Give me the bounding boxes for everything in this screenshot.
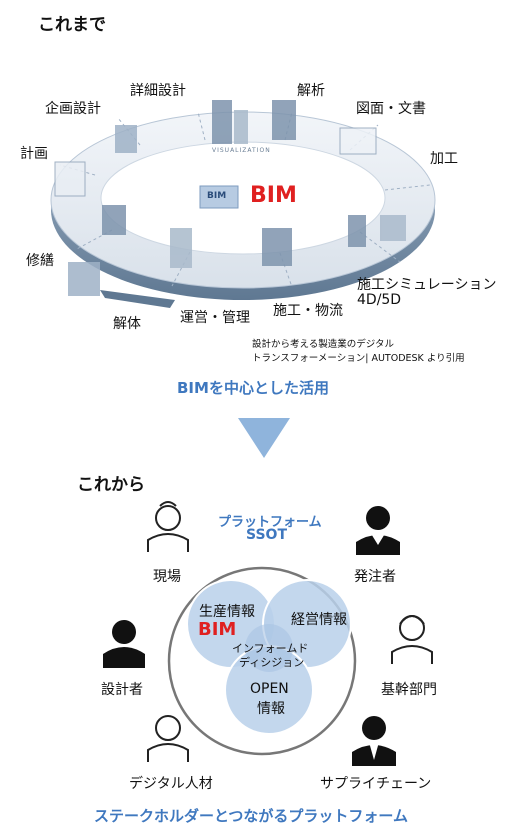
stage-construction-sim: 施工シミュレーション	[357, 277, 497, 293]
venn-center-label-2: ディシジョン	[239, 656, 305, 669]
stage-demolition: 解体	[113, 316, 141, 332]
stage-plan: 計画	[20, 146, 48, 162]
venn-overlap	[245, 624, 293, 672]
stakeholder-site: 現場	[153, 569, 181, 585]
stakeholder-core-dept: 基幹部門	[381, 682, 437, 698]
stage-operation: 運営・管理	[180, 310, 250, 326]
venn-bim-label: BIM	[198, 619, 237, 640]
stage-repair: 修繕	[26, 253, 54, 269]
ring-band-label: VISUALIZATION	[212, 147, 271, 154]
stakeholder-client: 発注者	[354, 569, 396, 585]
citation-line-2: トランスフォーメーション| AUTODESK より引用	[252, 353, 465, 364]
platform-name: プラットフォーム	[218, 515, 322, 530]
person-icon-core-dept	[391, 615, 433, 664]
person-icon-digital-talent	[147, 715, 189, 762]
person-icon-supply-chain	[352, 716, 396, 766]
after-summary: ステークホルダーとつながるプラットフォーム	[94, 807, 408, 825]
venn-production-label: 生産情報	[199, 604, 255, 620]
stage-fabrication: 加工	[430, 151, 458, 167]
bim-center-label: BIM	[250, 183, 297, 208]
person-icon-designer	[103, 620, 145, 668]
venn-center-label-1: インフォームド	[232, 642, 309, 655]
stage-analysis: 解析	[297, 83, 325, 99]
bim-cube-label: BIM	[207, 191, 227, 201]
stage-drawings: 図面・文書	[356, 101, 426, 117]
venn-management-label: 経営情報	[291, 612, 347, 628]
before-heading: これまで	[38, 15, 106, 35]
citation-line-1: 設計から考える製造業のデジタル	[252, 339, 395, 350]
bim-cube-icon	[199, 185, 239, 209]
building-thumbnails	[54, 100, 406, 296]
person-icon-site	[147, 501, 189, 552]
venn-open-label-1: OPEN	[250, 681, 289, 697]
stakeholder-designer: 設計者	[101, 682, 143, 698]
person-icon-client	[356, 506, 400, 555]
before-summary: BIMを中心とした活用	[177, 379, 329, 397]
stage-4d5d: 4D/5D	[357, 292, 402, 308]
stage-detail-design: 詳細設計	[130, 83, 186, 99]
platform-acronym: SSOT	[246, 527, 287, 543]
stakeholder-digital-talent: デジタル人材	[129, 776, 213, 792]
after-heading: これから	[77, 475, 145, 495]
stage-construction-logistics: 施工・物流	[273, 303, 343, 319]
stakeholder-supply-chain: サプライチェーン	[320, 776, 432, 792]
ring-tail-arrow	[100, 290, 175, 308]
stage-concept-design: 企画設計	[45, 101, 101, 117]
venn-open-label-2: 情報	[257, 701, 285, 717]
